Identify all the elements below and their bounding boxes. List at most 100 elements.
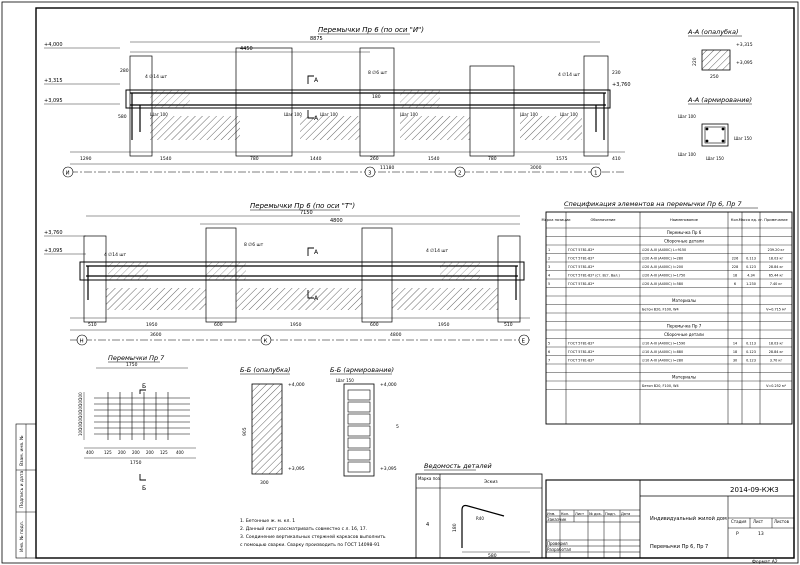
stamp-sign: Подпись и дата [19, 470, 25, 508]
beam-t-rebar-3: 4 ∅14 шт [426, 248, 448, 254]
beam-t-elev-top: +3,760 [44, 230, 63, 236]
spec-mat-1: Бетон В20, F100, W4 [642, 384, 679, 388]
spec-cell-1-1-5: 28.84 кг [769, 350, 784, 354]
bb-form-elev-top: +4,000 [288, 382, 305, 388]
spec-cell-0-2-1: ГОСТ 5781-82* [568, 265, 594, 269]
spec-cell-0-4-0: 5 [548, 282, 550, 286]
section-bb-reinforcement: Б-Б (армирование) Шаг 150 +4,000 +3,095 … [330, 366, 399, 477]
beam-t-rebar-2: 4 ∅14 шт [104, 252, 126, 258]
pr7-view: Перемычки Пр 7 1750 Б 100 100 100 100 10… [78, 354, 196, 492]
spec-cell-1-1-1: ГОСТ 5781-82* [568, 350, 594, 354]
beam-t-view: Перемычки Пр 6 (по оси "Т") 7150 4800 +3… [44, 202, 530, 346]
beam-i-bd-5: 260 [370, 156, 379, 162]
title-block: 2014-09-КЖ3 Изм. Кол. Лист № док. Подп. … [545, 479, 795, 565]
pr7-sd-3: 100 [78, 404, 83, 412]
axis-bubble-1: 1 [594, 171, 598, 177]
tb-date: Дата [621, 512, 630, 516]
aa-arm-label-1: Шаг 100 [678, 114, 696, 119]
sheet-title: Перемычки Пр 6, Пр 7 [650, 544, 708, 550]
note-1: 1. Бетонные ж. м. кл. 1 [240, 518, 295, 524]
tb-sheets-label: Листов [774, 519, 790, 524]
beam-t-section-mark-top: А [314, 249, 319, 256]
pr7-bd-5: 200 [146, 450, 154, 455]
section-bb-form-title: Б-Б (опалубка) [240, 366, 291, 374]
beam-i-bd-7: 780 [488, 156, 497, 162]
pr7-bd-2: 125 [104, 450, 112, 455]
bb-arm-step: Шаг 150 [336, 378, 354, 383]
spec-header-1: Обозначение [591, 218, 617, 222]
spec-mat-label-0: Материалы [672, 298, 696, 303]
spec-cell-0-3-1: ГОСТ 5781-82* (ст. Вст. Вал.) [568, 274, 620, 278]
beam-i-step-4: Шаг 100 [400, 112, 418, 117]
spec-header-0: Марка позиции [541, 218, 571, 222]
beam-i-title: Перемычки Пр 6 (по оси "И") [318, 26, 424, 34]
bending-height: 180 [452, 523, 458, 532]
beam-i-bottom-dims: 1290 1540 780 1440 260 1540 780 1575 410 [80, 156, 621, 162]
axis-bubble-n: Н [80, 339, 84, 345]
tb-role-developed: Разработал [547, 547, 572, 552]
aa-arm-label-4: Шаг 150 [706, 156, 724, 161]
pr7-total: 1750 [130, 460, 142, 466]
bending-mark: 4 [426, 522, 429, 528]
spec-cell-0-2-2: ∅20 А-III (А400С) l=200 [642, 265, 683, 269]
beam-t-overall: 7150 [300, 210, 313, 216]
pr7-bd-1: 400 [86, 450, 94, 455]
spec-header-4: Масса ед. кг. [739, 218, 764, 222]
beam-i-rebar-label-3: 4 ∅14 шт [558, 72, 580, 78]
section-aa-form-title: А-А (опалубка) [687, 28, 739, 36]
section-aa-formwork: А-А (опалубка) +3,315 +3,095 250 220 [687, 28, 753, 80]
beam-i-section-mark-top: А [314, 77, 319, 84]
beam-t-total-1: 3600 [150, 332, 162, 338]
section-bb-formwork: Б-Б (опалубка) +4,000 +3,095 300 905 [240, 366, 305, 486]
beam-i-bd-8: 1575 [556, 156, 568, 162]
spec-cell-1-1-2: ∅10 А-III (А400С) l=880 [642, 350, 683, 354]
tb-sheet-label: Лист [753, 519, 764, 524]
pr7-sd-1: 100 [78, 392, 83, 400]
spec-cell-0-4-5: 7.40 кг [770, 282, 783, 286]
spec-cell-1-1-3: 18 [733, 350, 737, 354]
tb-izm: Изм. [547, 512, 555, 516]
pr7-bd-6: 125 [160, 450, 168, 455]
spec-sub-1: Сборочные детали [664, 332, 704, 337]
spec-mat-vol-0: V=0.715 м³ [766, 308, 787, 312]
bb-arm-elev-top: +4,000 [380, 382, 397, 388]
spec-mat-0: Бетон В20, F100, W4 [642, 308, 679, 312]
stamp-replace: Взам. инв. № [19, 435, 25, 466]
spec-header-5: Примечание [764, 218, 788, 222]
spec-cell-0-1-2: ∅20 А-III (А400С) l=280 [642, 257, 683, 261]
spec-cell-1-2-3: 30 [733, 359, 737, 363]
tb-sheet-no: 13 [758, 531, 764, 537]
spec-cell-1-1-0: 6 [548, 350, 550, 354]
note-3: 3. Соединение вертикальных стержней карк… [240, 533, 386, 540]
bb-form-elev-low: +3,095 [288, 466, 305, 472]
beam-i-elev-low: +3,095 [44, 98, 63, 104]
aa-elev-low: +3,095 [736, 60, 753, 66]
beam-i-bd-3: 780 [250, 156, 259, 162]
spec-cell-0-2-0: 3 [548, 265, 550, 269]
spec-cell-0-0-5: 239.20 кг [768, 248, 785, 252]
bending-header-mark: Марка поз. [418, 476, 441, 481]
beam-t-bd-5: 600 [370, 322, 379, 328]
spec-cell-1-1-4: 0.123 [746, 350, 756, 354]
bb-arm-elev-low: +3,095 [380, 466, 397, 472]
beam-t-elev-low: +3,095 [44, 248, 63, 254]
beam-i-dim-180: 180 [372, 94, 381, 100]
bending-length: 580 [488, 553, 497, 559]
spec-grid [546, 212, 792, 424]
spec-cell-1-2-2: ∅10 А-III (А400С) l=280 [642, 359, 683, 363]
beam-i-step-6: Шаг 100 [560, 112, 578, 117]
beam-i-step-2: Шаг 100 [284, 112, 302, 117]
bending-sketch [461, 504, 505, 548]
beam-i-elev-right: +3,760 [612, 82, 631, 88]
spec-cell-0-1-1: ГОСТ 5781-82* [568, 257, 594, 261]
tb-list: Лист [575, 512, 584, 516]
aa-arm-label-2: Шаг 100 [678, 152, 696, 157]
pr7-bd-3: 200 [118, 450, 126, 455]
spec-cell-0-2-5: 28.84 кг [769, 265, 784, 269]
beam-t-bd-7: 510 [504, 322, 513, 328]
pr7-bd-7: 400 [176, 450, 184, 455]
aa-elev-top: +3,315 [736, 42, 753, 48]
spec-cell-0-4-4: 1.230 [746, 282, 756, 286]
spec-cell-1-2-4: 0.123 [746, 359, 756, 363]
